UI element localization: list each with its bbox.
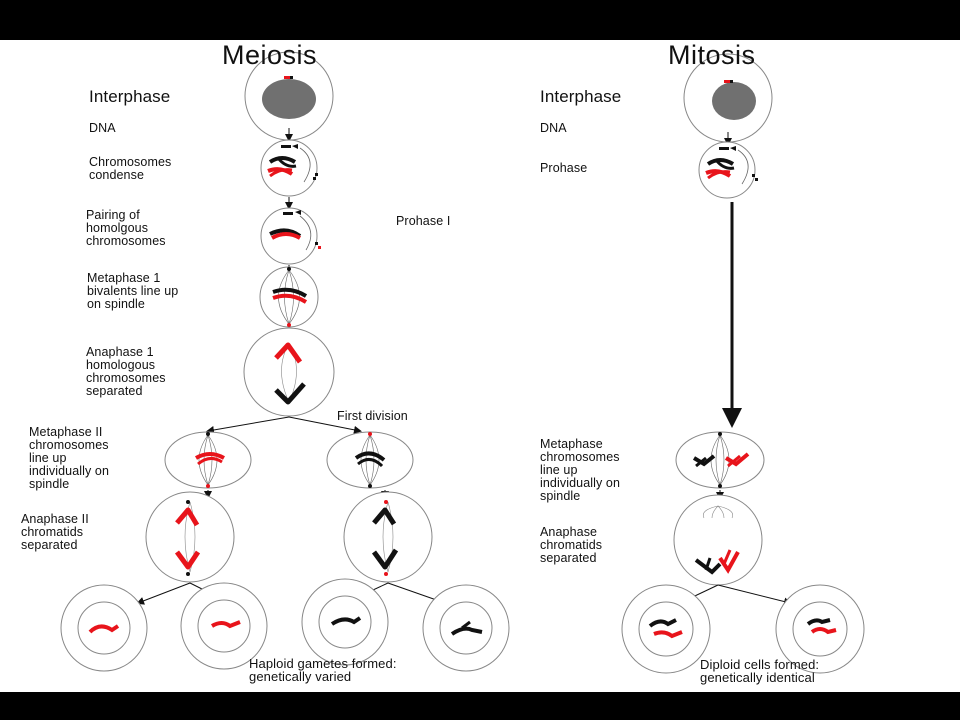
mitosis-dna-label: DNA: [540, 121, 567, 135]
meiosis-anaphase-one-label: Anaphase 1 homologous chromosomes separa…: [86, 345, 166, 398]
mitosis-metaphase-label: Metaphase chromosomes line up individual…: [540, 437, 621, 503]
cell-division-diagram: [60, 51, 865, 674]
meiosis-pairing-label: Pairing of homolgous chromosomes: [86, 208, 166, 248]
mitosis-title: Mitosis: [668, 40, 756, 70]
meiosis-prophase-one-label: Prohase I: [396, 214, 451, 228]
meiosis-interphase-cell: [244, 51, 334, 141]
mitosis-anaphase-cell: [673, 494, 763, 586]
meiosis-metaphase-two-left-cell: [164, 431, 252, 489]
diploid-cell: [775, 584, 865, 674]
gamete-cell: [301, 578, 389, 666]
meiosis-anaphase-two-right-cell: [343, 491, 433, 583]
arrow: [136, 582, 191, 605]
mitosis-interphase-label: Interphase: [540, 87, 622, 106]
diploid-cell: [621, 584, 711, 674]
meiosis-metaphase-one-cell: [259, 266, 319, 328]
gamete-cell: [60, 584, 148, 672]
meiosis-pairing-cell: [260, 207, 321, 265]
meiosis-anaphase-two-left-cell: [145, 491, 235, 583]
gamete-cell: [180, 582, 268, 670]
mitosis-result-label: Diploid cells formed: genetically identi…: [700, 657, 820, 685]
meiosis-title: Meiosis: [222, 40, 318, 70]
arrow: [288, 416, 362, 434]
mitosis-prophase-label: Prohase: [540, 161, 588, 175]
meiosis-dna-label: DNA: [89, 121, 116, 135]
meiosis-result-label: Haploid gametes formed: genetically vari…: [249, 656, 397, 684]
mitosis-prophase-cell: [698, 141, 758, 199]
mitosis-interphase-cell: [683, 53, 773, 143]
meiosis-condense-cell: [260, 139, 318, 197]
meiosis-metaphase-two-label: Metaphase II chromosomes line up individ…: [29, 425, 110, 491]
arrow: [717, 584, 792, 606]
meiosis-anaphase-one-cell: [243, 327, 335, 417]
meiosis-interphase-label: Interphase: [89, 87, 171, 106]
arrow: [206, 416, 290, 434]
diagram-canvas: Meiosis Mitosis Interphase DNA Chromosom…: [0, 40, 960, 692]
meiosis-metaphase-one-label: Metaphase 1 bivalents line up on spindle: [87, 271, 179, 311]
meiosis-metaphase-two-right-cell: [326, 431, 414, 489]
meiosis-condense-label: Chromosomes condense: [89, 155, 172, 182]
mitosis-anaphase-label: Anaphase chromatids separated: [540, 525, 603, 565]
gamete-cell: [422, 584, 510, 672]
mitosis-metaphase-cell: [675, 431, 765, 489]
meiosis-anaphase-two-label: Anaphase II chromatids separated: [21, 512, 89, 552]
meiosis-first-division-label: First division: [337, 409, 408, 423]
